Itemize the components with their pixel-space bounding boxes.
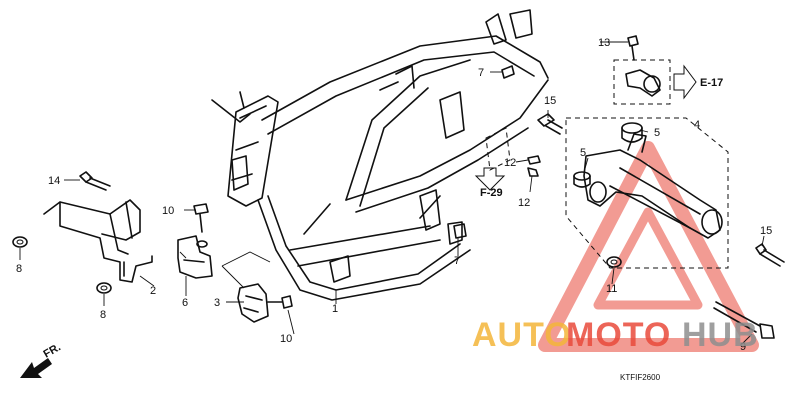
- callout-8-top: 8: [16, 263, 22, 275]
- nut-part-11: [606, 256, 622, 268]
- callout-10-bottom: 10: [280, 333, 292, 345]
- callout-labels: 1 2 3 4 5 5 6 7 7 8 8 9 10 10 11 12 12 1…: [16, 37, 772, 353]
- callout-15-top: 15: [544, 95, 556, 107]
- callout-8-bottom: 8: [100, 309, 106, 321]
- callout-11: 11: [606, 283, 617, 295]
- callout-10-top: 10: [162, 205, 174, 217]
- callout-7-top: 7: [478, 67, 484, 79]
- callout-15-right: 15: [760, 225, 772, 237]
- callout-12-bottom: 12: [518, 197, 530, 209]
- callout-7-bottom: 7: [454, 255, 460, 267]
- bolt-part-9: [713, 301, 775, 339]
- ref-label-e17: E-17: [700, 77, 723, 89]
- bolt-part-10-bottom: [267, 295, 293, 309]
- bracket-part-6: [177, 235, 213, 279]
- bracket-part-3: [237, 283, 269, 323]
- clip-part-12: [527, 155, 541, 177]
- assembly-outline-part-4: [565, 117, 729, 269]
- callout-1: 1: [332, 303, 338, 315]
- callout-5-top: 5: [654, 127, 660, 139]
- diagram-code: KTFIF2600: [620, 373, 661, 382]
- callout-12-top: 12: [504, 157, 516, 169]
- bolt-part-14: [79, 171, 111, 191]
- bracket-part-2: [43, 199, 153, 283]
- watermark-auto: AUTO: [472, 316, 572, 354]
- nut-part-8-top: [12, 236, 28, 248]
- callout-6: 6: [182, 297, 188, 309]
- clip-part-7-top: [501, 65, 515, 79]
- leader-lines: [19, 41, 765, 345]
- watermark-hub: HUB: [682, 316, 759, 354]
- callout-13: 13: [598, 37, 610, 49]
- callout-14: 14: [48, 175, 60, 187]
- watermark-moto: MOTO: [566, 316, 671, 354]
- bolt-part-15-top: [537, 113, 563, 135]
- callout-5-left: 5: [580, 147, 586, 159]
- frame-body: [211, 9, 549, 301]
- watermark-logo: AUTO MOTO HUB: [472, 316, 759, 354]
- bolt-part-13: [627, 35, 639, 61]
- callout-9: 9: [740, 341, 746, 353]
- front-arrow-icon: FR.: [20, 341, 63, 378]
- bushing-part-5: [573, 122, 643, 188]
- ref-label-f29: F-29: [480, 187, 503, 199]
- bolt-part-15-right: [755, 243, 785, 267]
- callout-2: 2: [150, 285, 156, 297]
- ref-box-f29: [474, 127, 511, 191]
- bolt-part-10-top: [193, 203, 209, 248]
- callout-4: 4: [694, 119, 700, 131]
- front-label: FR.: [42, 341, 63, 360]
- ref-box-e17: [613, 59, 697, 105]
- clip-part-7-bottom: [453, 223, 467, 239]
- clamp-part: [625, 69, 661, 97]
- watermark-triangle: [538, 141, 759, 352]
- callout-3: 3: [214, 297, 220, 309]
- nut-part-8-bottom: [96, 282, 112, 294]
